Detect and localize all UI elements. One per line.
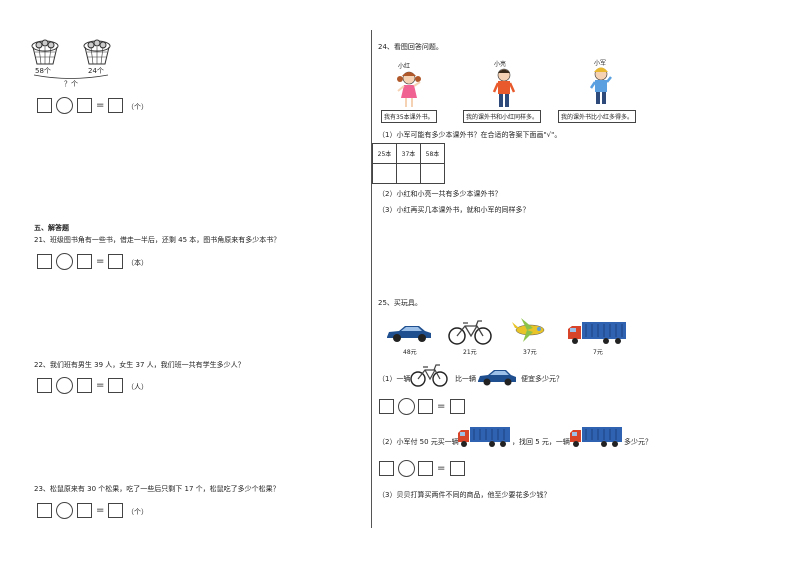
question-25-2-part: 多少元？ xyxy=(624,438,652,446)
question-25: 25、买玩具。 xyxy=(378,299,422,307)
brace-label: ？个 xyxy=(64,80,78,88)
question-22: 22、我们班有男生 39 人，女生 37 人，我们班一共有学生多少人？ xyxy=(34,361,245,369)
answer-box[interactable] xyxy=(418,399,433,414)
operator-circle[interactable] xyxy=(56,377,73,394)
question-25-3: （3）贝贝打算买两件不同的商品，他至少要花多少钱？ xyxy=(378,491,551,499)
option-cell: 58本 xyxy=(420,143,445,164)
equals-sign: = xyxy=(437,401,446,412)
equals-sign: = xyxy=(96,256,105,267)
answer-box[interactable] xyxy=(450,399,465,414)
check-cell[interactable] xyxy=(420,163,445,184)
answer-box[interactable] xyxy=(77,254,92,269)
check-cell[interactable] xyxy=(396,163,421,184)
equals-sign: = xyxy=(437,463,446,474)
answer-box[interactable] xyxy=(108,254,123,269)
equals-sign: = xyxy=(96,380,105,391)
price-label: 37元 xyxy=(523,349,537,356)
price-label: 7元 xyxy=(593,349,603,356)
answer-box[interactable] xyxy=(37,378,52,393)
column-divider xyxy=(371,30,372,528)
car-icon xyxy=(387,326,431,342)
answer-box[interactable] xyxy=(379,461,394,476)
question-24-3: （3）小红再买几本课外书，就和小军的同样多？ xyxy=(378,206,530,214)
answer-box[interactable] xyxy=(418,461,433,476)
operator-circle[interactable] xyxy=(398,398,415,415)
boy-icon xyxy=(589,67,612,104)
truck-icon xyxy=(458,427,510,447)
operator-circle[interactable] xyxy=(56,502,73,519)
question-25-2-part: ，找回 5 元，一辆 xyxy=(512,438,570,446)
speech-bubble: 我有35本课外书。 xyxy=(381,110,437,123)
unit-label: （个） xyxy=(127,103,148,111)
basket-icon xyxy=(83,39,111,65)
price-label: 21元 xyxy=(463,349,477,356)
question-23: 23、松鼠原来有 30 个松果，吃了一些后只剩下 17 个，松鼠吃了多少个松果？ xyxy=(34,485,280,493)
brace xyxy=(33,74,109,79)
answer-box[interactable] xyxy=(108,378,123,393)
section-title: 五、解答题 xyxy=(34,224,69,232)
question-25-2-part: （2）小军付 50 元买一辆 xyxy=(378,438,459,446)
bicycle-icon xyxy=(410,364,448,387)
answer-box[interactable] xyxy=(77,378,92,393)
basket-icon xyxy=(31,39,59,65)
girl-icon xyxy=(397,71,421,107)
speech-bubble: 我的课外书比小红多得多。 xyxy=(558,110,637,123)
option-cell: 37本 xyxy=(396,143,421,164)
answer-box[interactable] xyxy=(37,98,52,113)
basket-diagram xyxy=(31,39,111,79)
check-cell[interactable] xyxy=(372,163,397,184)
operator-circle[interactable] xyxy=(56,253,73,270)
answer-box[interactable] xyxy=(37,503,52,518)
boy-icon xyxy=(492,68,516,107)
question-24-2: （2）小红和小亮一共有多少本课外书？ xyxy=(378,190,502,198)
unit-label: （人） xyxy=(127,383,148,391)
child-name: 小军 xyxy=(594,60,607,67)
answer-box[interactable] xyxy=(108,98,123,113)
answer-box[interactable] xyxy=(77,503,92,518)
operator-circle[interactable] xyxy=(56,97,73,114)
options-table: 25本 37本 58本 xyxy=(372,143,445,184)
child-name: 小亮 xyxy=(494,61,507,68)
speech-bubble: 我的课外书和小红同样多。 xyxy=(463,110,542,123)
operator-circle[interactable] xyxy=(398,460,415,477)
answer-box[interactable] xyxy=(77,98,92,113)
answer-box[interactable] xyxy=(450,461,465,476)
question-25-1-part: （1）一辆 xyxy=(378,375,411,383)
equals-sign: = xyxy=(96,100,105,111)
bicycle-icon xyxy=(448,320,492,345)
car-icon xyxy=(478,370,516,386)
answer-box[interactable] xyxy=(108,503,123,518)
question-25-1-part: 比一辆 xyxy=(455,375,476,383)
unit-label: （本） xyxy=(127,259,148,267)
answer-box[interactable] xyxy=(37,254,52,269)
question-21: 21、班级图书角有一些书，借走一半后，还剩 45 本，图书角原来有多少本书？ xyxy=(34,236,281,244)
question-25-1-part: 便宜多少元？ xyxy=(521,375,563,383)
truck-icon xyxy=(568,322,626,344)
question-24-1: （1）小军可能有多少本课外书？在合适的答案下面画"√"。 xyxy=(378,131,562,139)
basket1-label: 58个 xyxy=(35,67,51,75)
unit-label: （个） xyxy=(127,508,148,516)
price-label: 48元 xyxy=(403,349,417,356)
equals-sign: = xyxy=(96,505,105,516)
question-24: 24、看图回答问题。 xyxy=(378,43,443,51)
option-cell: 25本 xyxy=(372,143,397,164)
plane-icon xyxy=(512,318,545,342)
child-name: 小红 xyxy=(398,63,411,70)
truck-icon xyxy=(570,427,622,447)
answer-box[interactable] xyxy=(379,399,394,414)
basket2-label: 24个 xyxy=(88,67,104,75)
